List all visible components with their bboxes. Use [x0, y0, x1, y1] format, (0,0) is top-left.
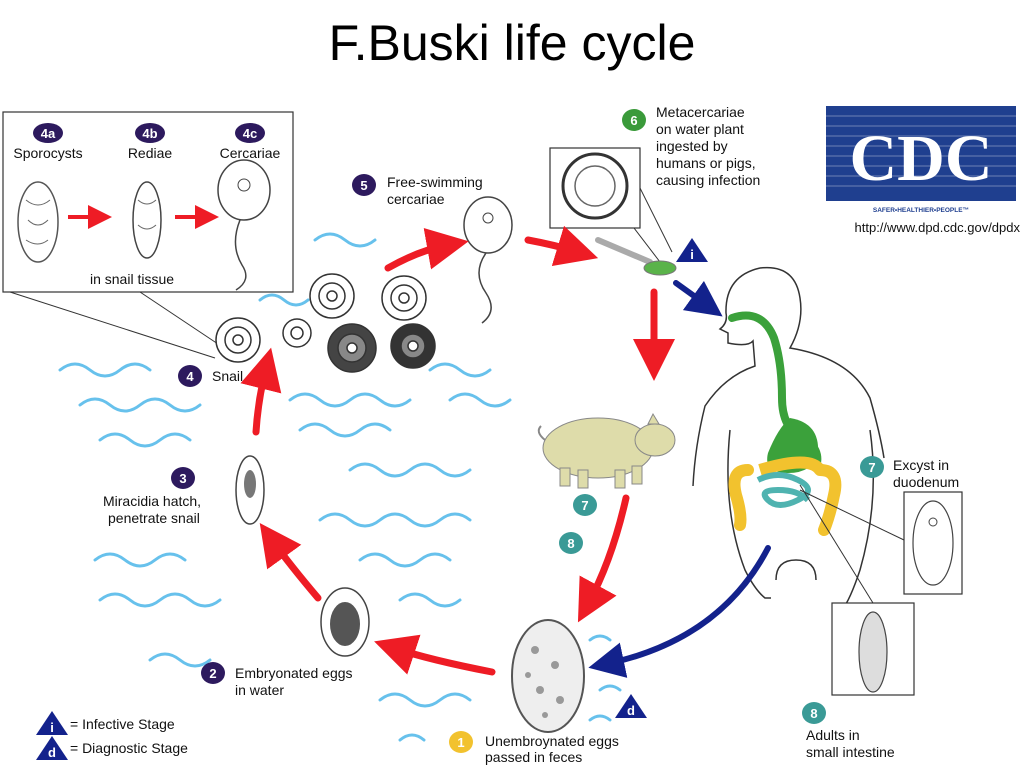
cdc-logo-text: CDC — [850, 122, 993, 195]
rediae-label: Rediae — [128, 145, 173, 161]
stage-5-badge: 5 — [360, 178, 367, 193]
cycle-arrows — [240, 225, 675, 676]
legend-diagnostic-text: = Diagnostic Stage — [70, 740, 188, 756]
miracidium-icon — [235, 455, 265, 525]
infective-marker: i — [676, 238, 708, 262]
snail-tissue-inset: 4a 4b 4c Sporocysts Rediae Cercariae in … — [2, 111, 294, 359]
cercaria-icon — [217, 159, 271, 291]
snail-icon — [381, 275, 427, 321]
stage-1-badge: 1 — [457, 735, 464, 750]
stage-5-line1: Free-swimming — [387, 174, 483, 190]
page-title: F.Buski life cycle — [328, 15, 696, 71]
diagnostic-marker-text: d — [627, 703, 635, 718]
snail-icon — [327, 323, 377, 373]
stage-7-pig-badge: 7 — [581, 498, 588, 513]
cdc-url: http://www.dpd.cdc.gov/dpdx — [855, 220, 1021, 235]
legend-infective-text: = Infective Stage — [70, 716, 175, 732]
stage-5: 5 Free-swimming cercariae — [352, 174, 483, 207]
stage-2-line1: Embryonated eggs — [235, 665, 353, 681]
stage-7-badge: 7 — [868, 460, 875, 475]
spoon-icon — [595, 237, 677, 276]
badge-4a-text: 4a — [41, 126, 56, 141]
stage-8-pig-badge: 8 — [567, 536, 574, 551]
stage-6-line5: causing infection — [656, 172, 760, 188]
stage-1-line2: passed in feces — [485, 749, 582, 765]
badge-4b: 4b — [135, 123, 165, 143]
snail-icon — [309, 273, 355, 319]
pig-icon — [537, 412, 676, 489]
stage-6-badge: 6 — [630, 113, 637, 128]
adults-inset — [799, 484, 915, 696]
legend-diagnostic: d = Diagnostic Stage — [36, 736, 188, 760]
metacercaria-inset — [549, 147, 673, 263]
redia-icon — [132, 181, 162, 259]
legend-infective-symbol: i — [50, 720, 54, 735]
legend-diagnostic-symbol: d — [48, 745, 56, 760]
stage-8-pig: 8 — [559, 532, 583, 554]
stage-8-line1: Adults in — [806, 727, 860, 743]
cdc-tagline: SAFER•HEALTHIER•PEOPLE™ — [873, 207, 969, 214]
snail-icon — [390, 323, 436, 369]
stage-6: 6 Metacercariae on water plant ingested … — [622, 104, 760, 188]
stage-7-pig: 7 — [573, 494, 597, 516]
stage-6-line3: ingested by — [656, 138, 728, 154]
embryonated-egg-icon — [320, 587, 370, 657]
stage-3-line1: Miracidia hatch, — [103, 493, 201, 509]
free-cercaria-icon — [463, 196, 513, 324]
stage-2-line2: in water — [235, 682, 284, 698]
badge-4b-text: 4b — [142, 126, 157, 141]
snail-icon — [215, 317, 261, 363]
snail-icon — [282, 318, 312, 348]
stage-5-line2: cercariae — [387, 191, 445, 207]
cdc-logo: CDC SAFER•HEALTHIER•PEOPLE™ — [826, 106, 1016, 214]
inset-caption: in snail tissue — [90, 271, 174, 287]
infective-marker-text: i — [690, 247, 694, 262]
stage-4-badge: 4 — [186, 369, 194, 384]
stage-8-line2: small intestine — [806, 744, 895, 760]
diagnostic-marker: d — [615, 694, 647, 718]
legend-infective: i = Infective Stage — [36, 711, 175, 735]
infection-arrows — [588, 280, 771, 678]
badge-4c: 4c — [235, 123, 265, 143]
excyst-inset — [799, 489, 963, 595]
badge-4c-text: 4c — [243, 126, 257, 141]
sporocyst-icon — [17, 181, 59, 263]
stage-4-line1: Snail — [212, 368, 243, 384]
stage-6-line4: humans or pigs, — [656, 155, 756, 171]
stage-7-line2: duodenum — [893, 474, 959, 490]
stage-3-line2: penetrate snail — [108, 510, 200, 526]
stage-6-line2: on water plant — [656, 121, 744, 137]
sporocysts-label: Sporocysts — [13, 145, 82, 161]
stage-6-line1: Metacercariae — [656, 104, 745, 120]
stage-7: 7 Excyst in duodenum — [860, 456, 959, 490]
stage-1-line1: Unembroynated eggs — [485, 733, 619, 749]
stage-2-badge: 2 — [209, 666, 216, 681]
stage-2: 2 Embryonated eggs in water — [201, 662, 353, 698]
stage-4: 4 Snail — [178, 365, 243, 387]
badge-4a: 4a — [33, 123, 63, 143]
unembryonated-egg-icon — [511, 619, 585, 733]
stage-7-line1: Excyst in — [893, 457, 949, 473]
stage-3-badge: 3 — [179, 471, 186, 486]
cercariae-label: Cercariae — [220, 145, 281, 161]
stage-3: 3 Miracidia hatch, penetrate snail — [103, 467, 201, 526]
stage-8-badge: 8 — [810, 706, 817, 721]
digestive-tract-icon — [728, 311, 842, 536]
stage-8: 8 Adults in small intestine — [802, 702, 895, 760]
stage-1: 1 Unembroynated eggs passed in feces — [449, 731, 619, 765]
water-waves — [58, 232, 622, 742]
snail-shells — [215, 273, 436, 373]
legend: i = Infective Stage d = Diagnostic Stage — [36, 711, 188, 760]
